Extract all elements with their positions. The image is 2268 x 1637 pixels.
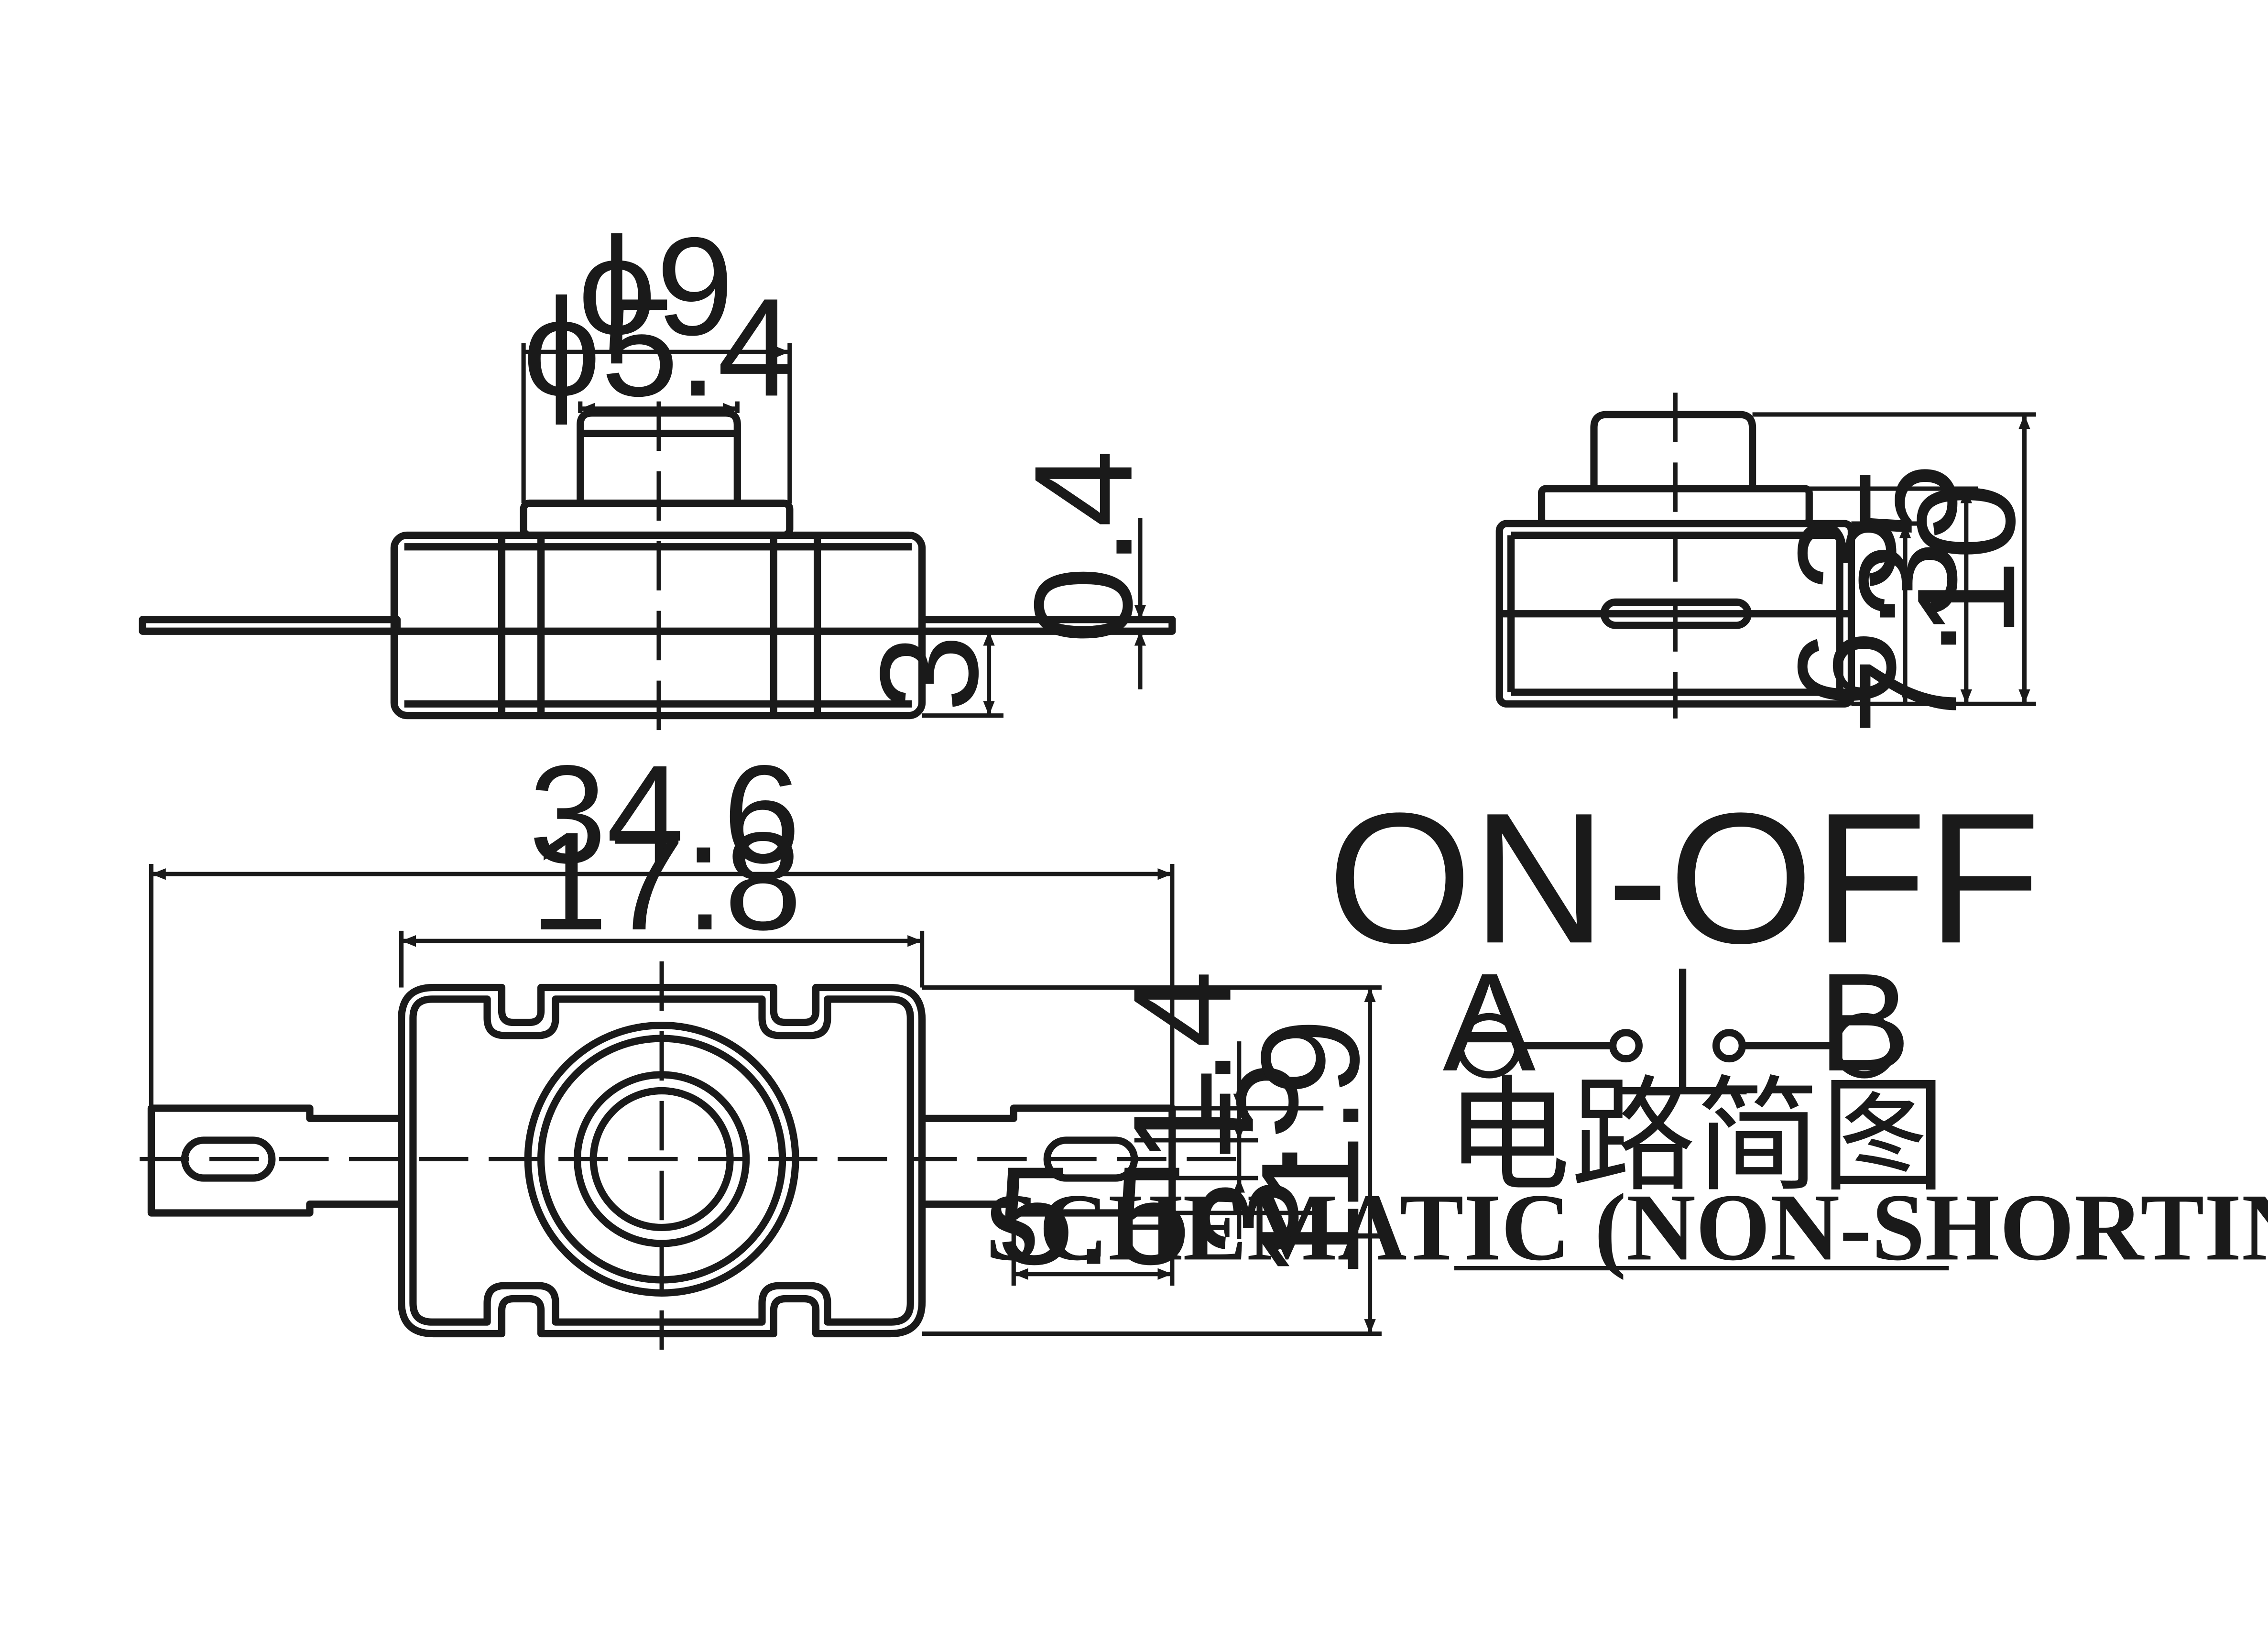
terminal-b-label: B (1818, 944, 1911, 1100)
schematic-caption-en: SCHEMATIC (NON-SHORTING) (985, 1174, 2268, 1280)
dim-phi5-4-label: ϕ5.4 (523, 269, 795, 426)
dim-0-4-label: 0.4 (1005, 450, 1161, 644)
front-view: ϕ9 ϕ5.4 0.4 3 (139, 208, 1176, 733)
dim-17-8-label: 17.8 (530, 803, 802, 959)
dim-34-6-label: 34.6 (529, 736, 800, 892)
contact-b (1712, 1029, 1746, 1063)
dim-6-3-label: 6.3 (1769, 514, 1925, 708)
schematic-title: ON-OFF (1327, 774, 2040, 982)
dim-phi9-label: ϕ9 (578, 208, 734, 365)
dim-10-label: 10 (1888, 482, 2044, 638)
dim-3-5-label: 3.5 (1171, 1062, 1327, 1256)
dim-3-label: 3 (851, 634, 1007, 712)
top-terminal-right (922, 1104, 1176, 1217)
schematic: ON-OFF A B 电路简图 SCHEMATIC (NON-SHORTING) (985, 774, 2268, 1280)
terminal-b-circle (1832, 1013, 1897, 1079)
dim-7-35-label: 7.35 (1830, 463, 1985, 735)
terminal-a-label: A (1443, 944, 1537, 1100)
dim-1-4-label: 1.4 (1104, 971, 1260, 1165)
top-body-inner (409, 995, 914, 1326)
top-body-outer (397, 983, 926, 1338)
front-terminal-left (139, 616, 401, 635)
side-view: 6.3 7.35 10 (1495, 393, 2044, 735)
dim-11-9-label: 11.9 (1232, 1018, 1388, 1280)
dim-5-5-label: 5.5 (997, 1137, 1191, 1293)
schematic-caption-cn: 电路简图 (1446, 1063, 1946, 1209)
contact-a (1609, 1029, 1643, 1063)
top-view: 34.6 17.8 1.4 3.5 11.9 (140, 736, 1388, 1350)
